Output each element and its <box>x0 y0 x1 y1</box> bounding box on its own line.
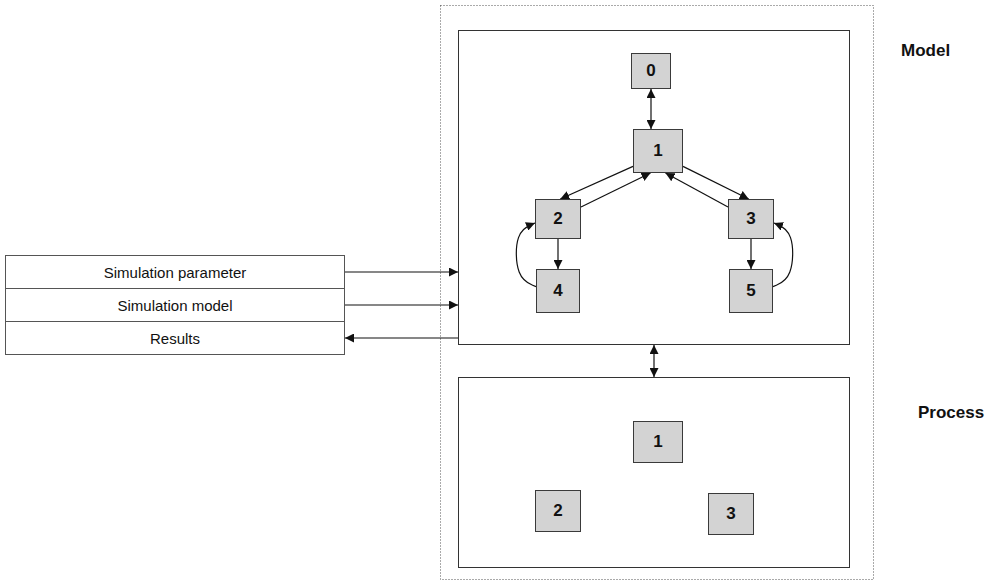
connector-arrow <box>557 239 558 269</box>
input-row: Simulation model <box>5 288 345 322</box>
connector-arrow <box>683 166 749 199</box>
node-label: 5 <box>746 281 755 301</box>
node-label: 4 <box>553 281 562 301</box>
connector-arrow <box>653 345 654 377</box>
connector-arrow <box>516 223 536 287</box>
node-label: 2 <box>553 209 562 229</box>
node-label: 1 <box>653 432 662 452</box>
state-box: 4 <box>536 269 580 313</box>
connector-arrow <box>345 304 458 305</box>
state-box: 2 <box>535 199 581 239</box>
process-box: 2 <box>535 490 581 532</box>
process-box: 3 <box>708 493 754 535</box>
node-label: 0 <box>646 61 655 81</box>
node-label: Results <box>150 330 200 347</box>
node-label: 3 <box>726 504 735 524</box>
connector-arrow <box>345 271 458 272</box>
node-label: Simulation parameter <box>104 264 247 281</box>
panel-heading: Process <box>918 403 984 423</box>
connector-arrow <box>650 89 651 129</box>
model-panel: Model012345 <box>458 30 850 345</box>
state-box: 0 <box>631 53 671 89</box>
connector-arrow <box>345 337 458 338</box>
state-box: 1 <box>633 129 683 173</box>
output-row: Results <box>5 321 345 355</box>
input-row: Simulation parameter <box>5 255 345 289</box>
process-box: 1 <box>633 421 683 463</box>
connector-arrow <box>750 239 751 269</box>
node-label: 1 <box>653 141 662 161</box>
node-label: 3 <box>746 209 755 229</box>
connector-arrow <box>666 173 729 207</box>
system-boundary <box>441 6 874 580</box>
state-box: 3 <box>728 199 774 239</box>
process-panel: Process123 <box>458 377 850 568</box>
connector-arrow <box>560 166 633 199</box>
panel-heading: Model <box>901 41 950 61</box>
state-box: 5 <box>729 269 773 313</box>
node-label: 2 <box>553 501 562 521</box>
node-label: Simulation model <box>117 297 232 314</box>
connector-arrow <box>581 173 651 207</box>
connector-arrow <box>773 223 793 287</box>
